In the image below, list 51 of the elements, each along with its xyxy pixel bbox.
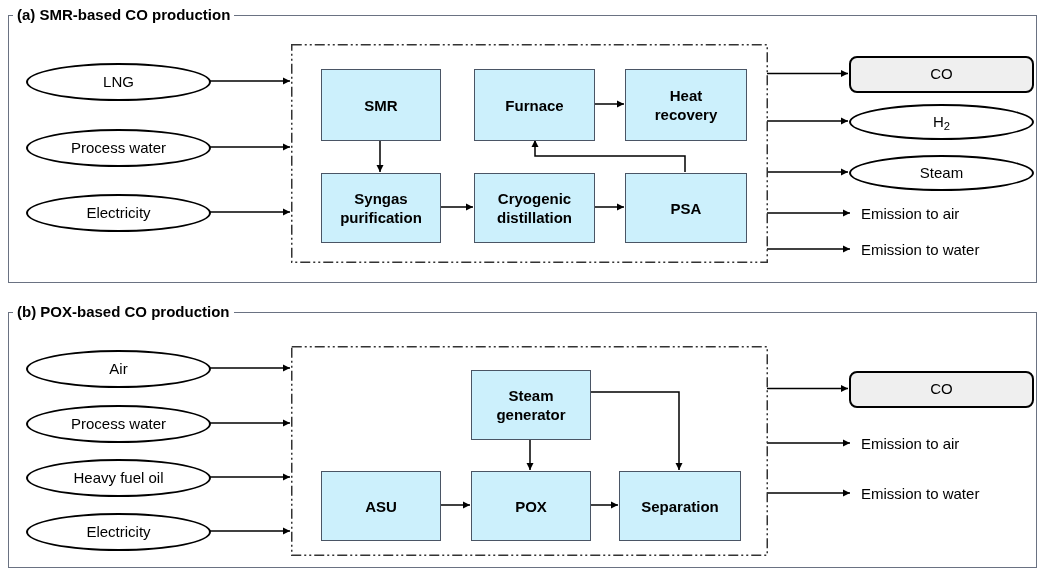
process-box: Heat recovery bbox=[625, 69, 747, 141]
arrow bbox=[376, 139, 384, 173]
arrow bbox=[766, 168, 849, 176]
output-label: Emission to water bbox=[851, 484, 1031, 504]
arrow bbox=[209, 77, 291, 85]
arrow bbox=[209, 364, 291, 372]
process-box: PSA bbox=[625, 173, 747, 243]
arrow bbox=[766, 489, 851, 497]
input-ellipse: Steam bbox=[849, 155, 1034, 191]
process-box: Separation bbox=[619, 471, 741, 541]
output-label: Emission to air bbox=[851, 434, 1031, 454]
arrow bbox=[209, 527, 291, 535]
arrow bbox=[766, 209, 851, 217]
process-box: Cryogenic distillation bbox=[474, 173, 595, 243]
input-ellipse: Process water bbox=[26, 129, 211, 167]
process-box: POX bbox=[471, 471, 591, 541]
input-ellipse: Process water bbox=[26, 405, 211, 443]
arrow bbox=[209, 208, 291, 216]
product-box: CO bbox=[849, 371, 1034, 408]
arrow bbox=[531, 139, 686, 173]
arrow bbox=[593, 203, 625, 211]
process-box: ASU bbox=[321, 471, 441, 541]
input-ellipse: Electricity bbox=[26, 194, 211, 232]
system-boundary bbox=[291, 346, 768, 556]
process-box: Syngas purification bbox=[321, 173, 441, 243]
arrow bbox=[209, 143, 291, 151]
arrow bbox=[766, 70, 849, 77]
arrow bbox=[439, 203, 474, 211]
arrow bbox=[766, 117, 849, 125]
arrow bbox=[589, 391, 683, 471]
arrow bbox=[766, 385, 849, 392]
arrow bbox=[439, 501, 471, 509]
output-label: Emission to air bbox=[851, 204, 1031, 224]
arrow bbox=[766, 439, 851, 447]
input-ellipse: Electricity bbox=[26, 513, 211, 551]
process-box: SMR bbox=[321, 69, 441, 141]
system-boundary bbox=[291, 44, 768, 263]
process-box: Steam generator bbox=[471, 370, 591, 440]
arrow bbox=[593, 100, 625, 108]
arrow bbox=[589, 501, 619, 509]
input-ellipse: Heavy fuel oil bbox=[26, 459, 211, 497]
input-ellipse: LNG bbox=[26, 63, 211, 101]
input-ellipse: Air bbox=[26, 350, 211, 388]
product-box: CO bbox=[849, 56, 1034, 93]
arrow bbox=[526, 438, 534, 471]
input-ellipse: H$_{2}$ bbox=[849, 104, 1034, 140]
arrow bbox=[209, 473, 291, 481]
process-box: Furnace bbox=[474, 69, 595, 141]
arrow bbox=[209, 419, 291, 427]
arrow bbox=[766, 245, 851, 253]
output-label: Emission to water bbox=[851, 240, 1031, 260]
